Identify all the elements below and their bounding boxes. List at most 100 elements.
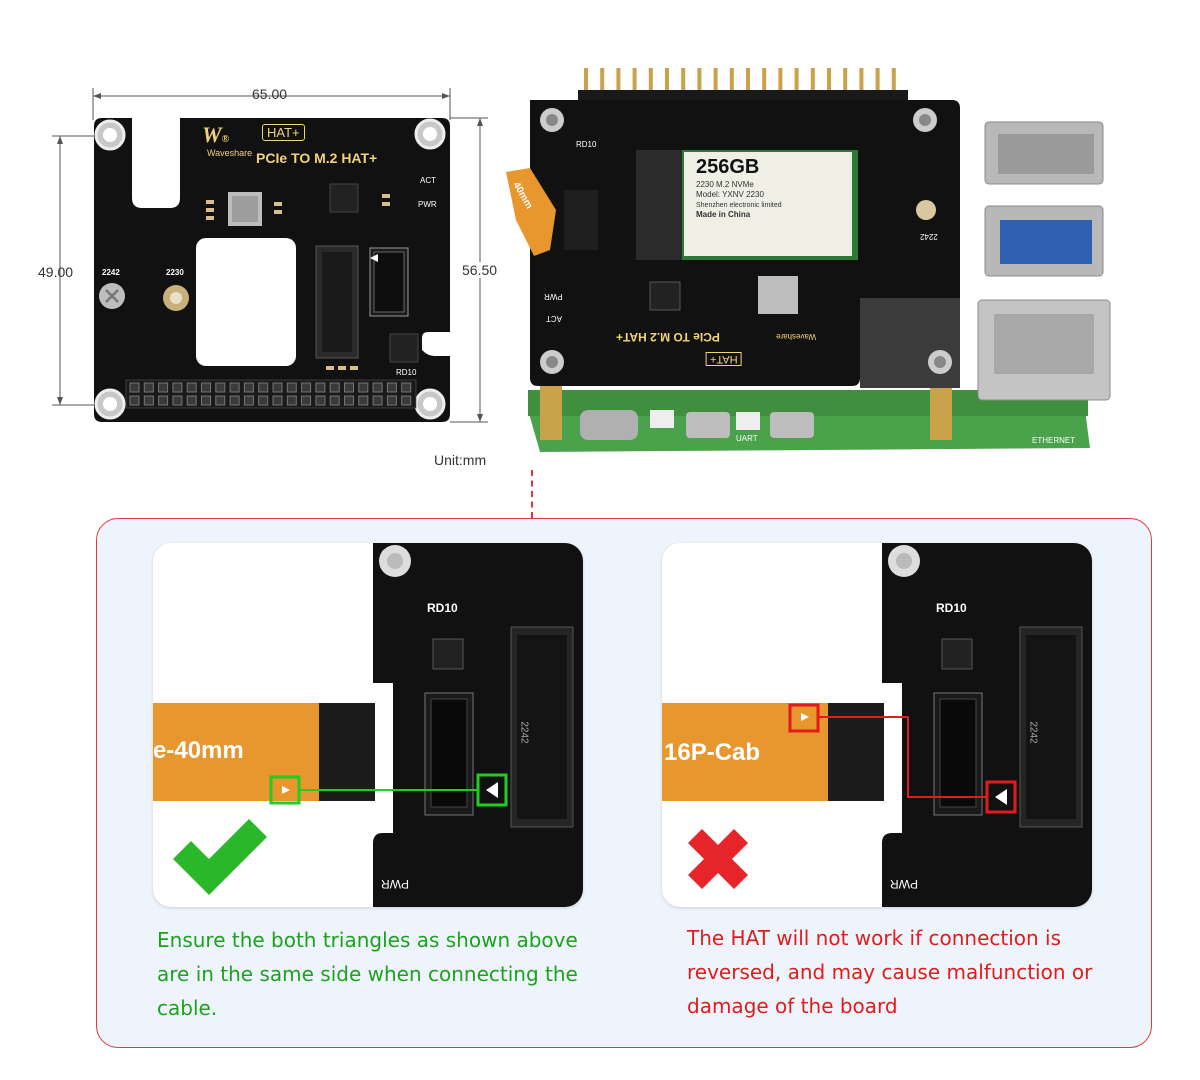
rd10-label: RD10 [396, 368, 417, 377]
wrong-rd10-label: RD10 [936, 601, 967, 615]
comparison-panel: e-40mm RD10 PWR 2242 16P-Cab RD10 [96, 518, 1152, 1048]
ssd-line-1: 2230 M.2 NVMe [696, 180, 754, 189]
wrong-cable-text: 16P-Cab [664, 739, 761, 766]
header-pin [746, 68, 750, 94]
left-height-dimension-label: 49.00 [38, 264, 74, 280]
product-photo: 256GB 2230 M.2 NVMe Model: YXNV 2230 She… [500, 60, 1140, 460]
top-gpio-pins [584, 68, 896, 94]
photo-2242-label: 2242 [920, 232, 938, 241]
pwr-label: PWR [418, 200, 437, 209]
photo-hat-title: PCIe TO M.2 HAT+ [616, 330, 720, 344]
gpio-pin [329, 395, 340, 406]
right-height-dimension-label: 56.50 [460, 262, 500, 278]
header-pin [713, 68, 718, 94]
check-icon [173, 819, 267, 895]
dimension-drawing: 65.00 49.00 56.50 Unit:mm W® Waveshare H… [30, 80, 510, 480]
gpio-pin [301, 382, 312, 393]
assembled-board-illustration [506, 68, 1111, 452]
wrong-connection-photo: 16P-Cab RD10 PWR 2242 [662, 543, 1092, 907]
gpio-pin [229, 382, 240, 393]
gpio-pin [358, 382, 369, 393]
header-pin [584, 68, 588, 94]
gpio-pin [172, 395, 183, 406]
board-outline-drawing [52, 88, 488, 423]
dashed-connector-line [531, 470, 533, 518]
ssd-line-2: Model: YXNV 2230 [696, 190, 764, 199]
unit-label: Unit:mm [434, 452, 487, 468]
gpio-pin [258, 382, 269, 393]
header-pin [648, 68, 653, 94]
gpio-pin [401, 395, 412, 406]
header-pin [859, 68, 864, 94]
gpio-pin [129, 395, 140, 406]
gpio-pin [286, 395, 297, 406]
gpio-pin [143, 395, 154, 406]
gpio-pin [344, 382, 354, 393]
gpio-pin [186, 395, 197, 406]
wrong-m2-label: 2242 [1027, 721, 1039, 744]
gpio-pin [172, 382, 183, 393]
correct-caption: Ensure the both triangles as shown above… [157, 928, 578, 1020]
header-pin [762, 68, 767, 94]
gpio-pin [372, 395, 383, 406]
hole-2230-label: 2230 [166, 268, 184, 277]
gpio-pin [158, 395, 169, 406]
gpio-pin [329, 382, 340, 393]
gpio-pin [344, 395, 354, 406]
gpio-pin [315, 382, 326, 393]
photo-act-label: ACT [546, 314, 562, 323]
header-pin [729, 68, 734, 94]
wrong-pwr-label: PWR [890, 877, 918, 891]
ssd-line-3: Shenzhen electronic limited [696, 202, 782, 209]
header-pin [697, 68, 702, 94]
act-label: ACT [420, 176, 436, 185]
gpio-pin [372, 382, 383, 393]
gpio-header [129, 382, 412, 406]
header-pin [632, 68, 637, 94]
waveshare-logo: W® [202, 122, 230, 147]
gpio-pin [215, 382, 226, 393]
header-pin [891, 68, 896, 94]
wrong-connection-illustration [662, 543, 1092, 907]
cross-icon [688, 829, 748, 889]
board-badge: HAT+ [262, 124, 305, 141]
correct-cable-text: e-40mm [153, 737, 244, 764]
gpio-pin [401, 382, 412, 393]
board-title: PCIe TO M.2 HAT+ [256, 150, 378, 166]
header-pin [827, 68, 831, 94]
header-pin [843, 68, 848, 94]
gpio-pin [315, 395, 326, 406]
header-pin [616, 68, 621, 94]
header-pin [600, 68, 605, 94]
ssd-line-4: Made in China [696, 210, 751, 219]
wrong-caption: The HAT will not work if connection is r… [687, 926, 1093, 1018]
gpio-pin [243, 382, 254, 393]
correct-connection-illustration [153, 543, 583, 907]
gpio-pin [272, 395, 283, 406]
gpio-pin [386, 382, 397, 393]
gpio-pin [201, 382, 211, 393]
correct-connection-photo: e-40mm RD10 PWR 2242 [153, 543, 583, 907]
photo-hat-badge: HAT+ [706, 352, 742, 366]
photo-uart-label: UART [736, 434, 758, 443]
header-pin [665, 68, 669, 94]
correct-rd10-label: RD10 [427, 601, 458, 615]
correct-pwr-label: PWR [381, 877, 409, 891]
gpio-pin [286, 382, 297, 393]
gpio-pin [386, 395, 397, 406]
gpio-pin [229, 395, 240, 406]
gpio-pin [358, 395, 369, 406]
photo-ethernet-label: ETHERNET [1032, 436, 1076, 445]
gpio-pin [129, 382, 140, 393]
header-pin [778, 68, 783, 94]
gpio-pin [201, 395, 211, 406]
header-pin [875, 68, 880, 94]
header-pin [810, 68, 815, 94]
photo-rd10-label: RD10 [576, 140, 597, 149]
gpio-pin [243, 395, 254, 406]
gpio-pin [215, 395, 226, 406]
photo-brand: Waveshare [776, 332, 817, 341]
gpio-pin [158, 382, 169, 393]
gpio-pin [301, 395, 312, 406]
hole-2242-label: 2242 [102, 268, 120, 277]
